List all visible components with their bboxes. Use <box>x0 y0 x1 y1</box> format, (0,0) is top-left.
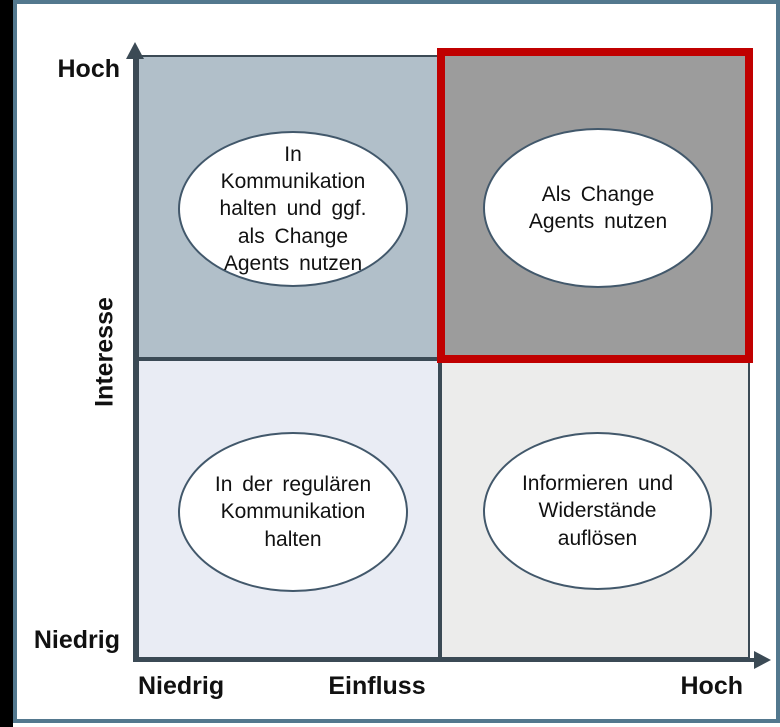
y-axis-bottom-label: Niedrig <box>33 626 120 654</box>
x-axis-arrowhead-icon <box>754 651 771 669</box>
ellipse-top-left: In Kommunikation halten und ggf. als Cha… <box>178 131 408 287</box>
x-axis-right-label: Hoch <box>680 672 744 700</box>
y-axis-arrowhead-icon <box>126 42 144 59</box>
y-axis-line <box>133 50 137 662</box>
x-axis-title: Einfluss <box>328 672 426 700</box>
x-axis-left-label: Niedrig <box>138 672 225 700</box>
ellipse-bottom-left: In der regulären Kommunikation halten <box>178 432 408 592</box>
ellipse-top-right: Als Change Agents nutzen <box>483 128 713 288</box>
ellipse-bottom-right: Informieren und Widerstände auflösen <box>483 432 712 590</box>
y-axis-title: Interesse <box>90 297 119 407</box>
x-axis-line <box>133 658 757 662</box>
y-axis-top-label: Hoch <box>57 55 121 83</box>
slide-edge-black-bar <box>0 0 13 727</box>
